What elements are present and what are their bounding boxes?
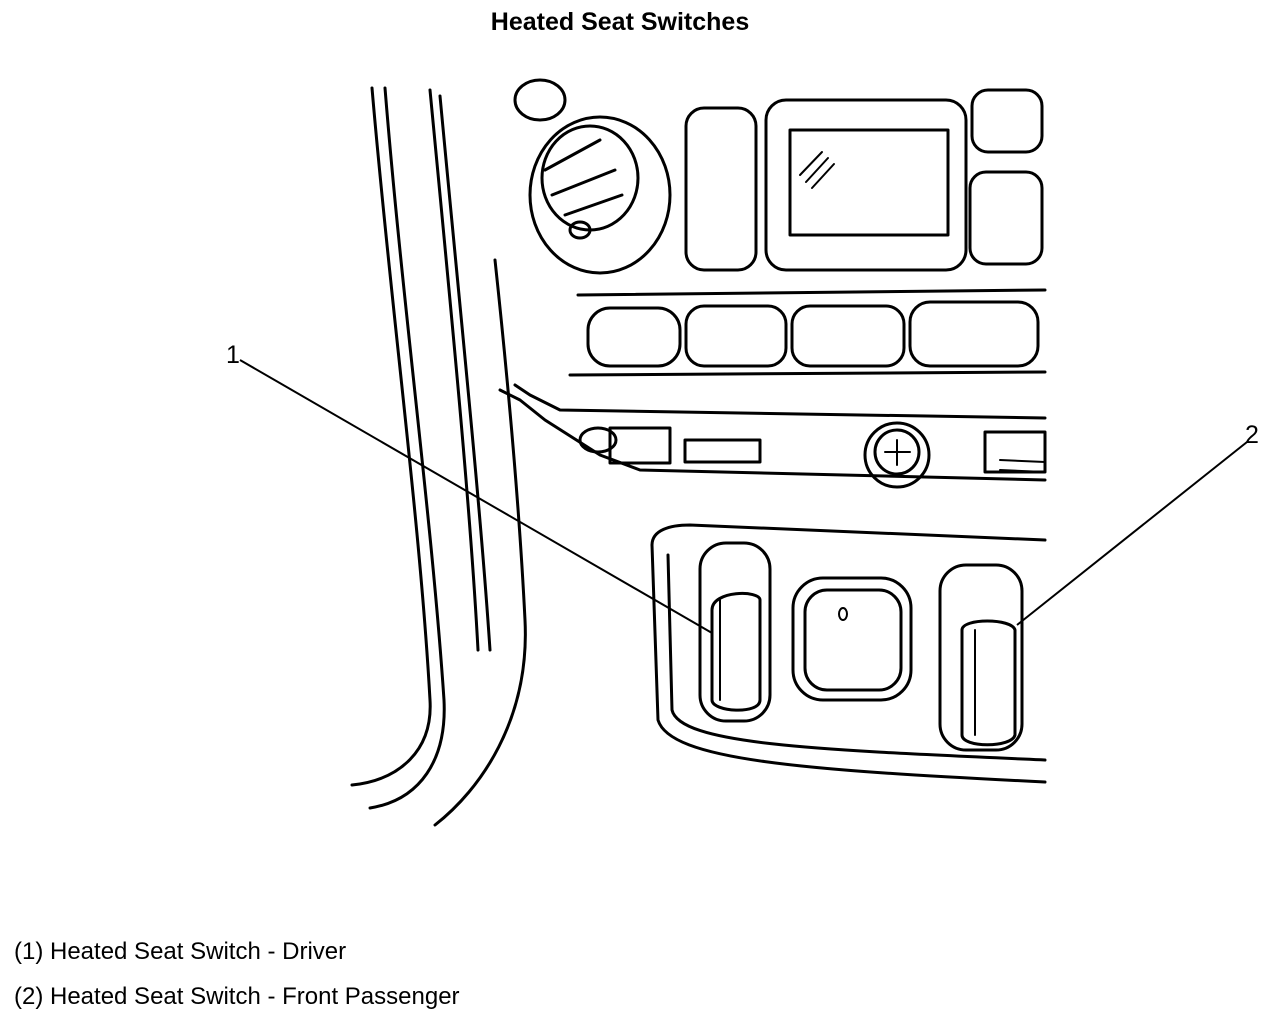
switch-bezel	[650, 523, 1047, 784]
hvac-panel	[568, 88, 1047, 377]
callout-1-number: 1	[226, 341, 240, 369]
diagram-title: Heated Seat Switches	[490, 8, 750, 36]
callout-1: 1	[226, 341, 713, 634]
legend-item-front-passenger: (2) Heated Seat Switch - Front Passenger	[14, 983, 460, 1010]
trim-bezel	[498, 383, 1047, 489]
dash-pillar-lines	[350, 86, 527, 827]
callout-2-leader-line	[1016, 441, 1248, 626]
legend-item-driver: (1) Heated Seat Switch - Driver	[14, 938, 347, 965]
radio-knob	[513, 78, 672, 275]
callout-1-leader-line	[239, 359, 713, 634]
callout-2: 2	[1016, 421, 1259, 626]
callout-2-number: 2	[1245, 421, 1259, 449]
